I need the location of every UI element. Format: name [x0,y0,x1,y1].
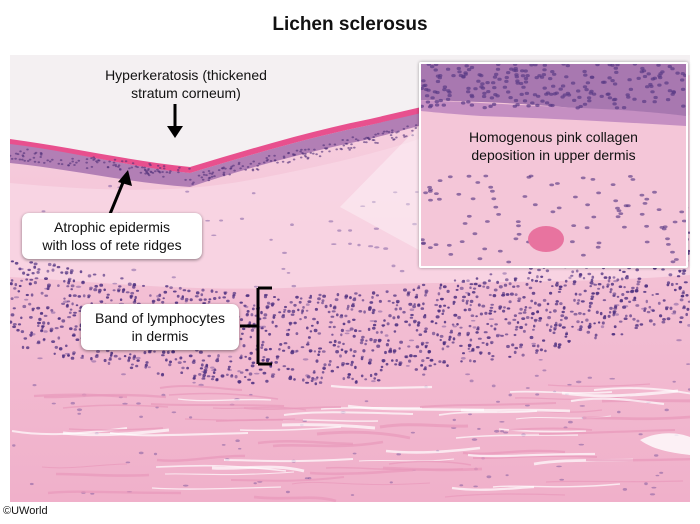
hyperkeratosis-arrow [167,104,183,138]
magnified-inset: Homogenous pink collagen deposition in u… [419,62,688,268]
epidermis [10,110,430,187]
stratum-corneum [10,105,430,173]
atrophic-epidermis-label: Atrophic epidermis with loss of rete rid… [22,213,202,259]
lymphocytes-line2: in dermis [131,328,189,344]
copyright-notice: ©UWorld [3,505,48,517]
inset-vessel [528,226,564,252]
hyperkeratosis-line2: stratum corneum) [131,85,241,101]
hyperkeratosis-label: Hyperkeratosis (thickened stratum corneu… [76,66,296,102]
figure-title: Lichen sclerosus [272,14,428,35]
inset-epidermis [421,64,686,119]
collagen-fibers [11,383,690,502]
hyperkeratosis-line1: Hyperkeratosis (thickened [105,67,267,83]
lymphocytes-line1: Band of lymphocytes [95,310,225,326]
atrophic-line2: with loss of rete ridges [42,237,182,253]
inset-label: Homogenous pink collagen deposition in u… [441,128,666,164]
lymphocyte-band-label: Band of lymphocytes in dermis [81,304,239,350]
lymphocyte-bracket [240,286,272,366]
inset-label-line2: deposition in upper dermis [471,147,636,163]
atrophic-arrow [108,170,132,215]
atrophic-line1: Atrophic epidermis [54,219,170,235]
inset-label-line1: Homogenous pink collagen [469,129,638,145]
inset-connector [340,117,428,255]
